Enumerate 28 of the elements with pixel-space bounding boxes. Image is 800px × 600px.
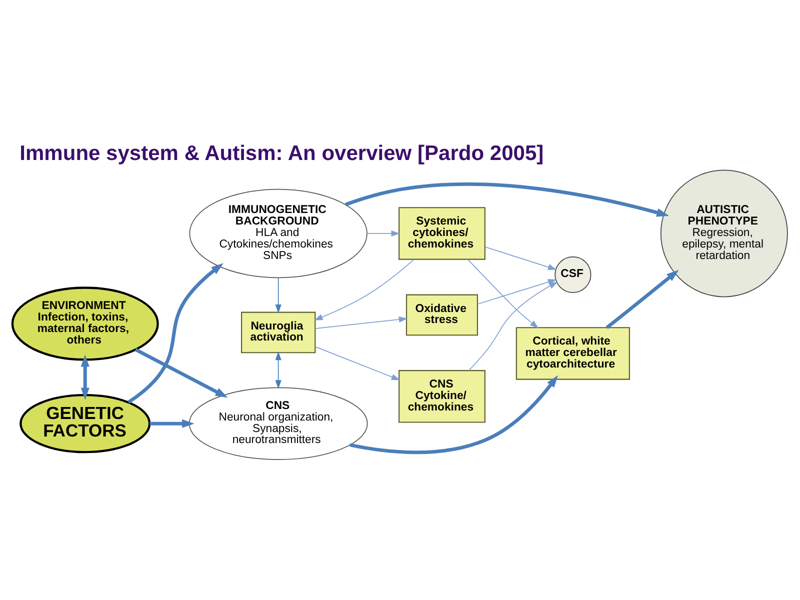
arrow [80,354,90,400]
arrow [314,258,414,320]
node-ellipse: GENETIC FACTORS [20,394,151,454]
arrow [477,279,557,305]
node-box: CNS Cytokine/ chemokines [398,370,486,423]
arrow [606,270,679,329]
node-box: Neuroglia activation [241,312,316,354]
node-ellipse: ENVIRONMENT Infection, toxins, maternal factors, others [11,286,159,361]
arrow [366,230,400,237]
arrow [134,348,228,398]
arrow [275,277,282,314]
arrow [344,182,670,217]
arrow [467,258,539,328]
arrow [275,351,282,389]
node-box: Oxidative stress [406,294,478,336]
arrow [314,346,400,380]
node-ellipse: IMMUNOGENETIC BACKGROUND HLA and Cytokines/chemokines SNPs [189,188,368,278]
arrow [150,419,194,428]
arrow [468,282,558,371]
diagram-title: Immune system & Autism: An overview [Pardo 2005] [20,142,544,165]
node-circle: AUTISTIC PHENOTYPE Regression, epilepsy, mental retardation [660,170,788,298]
arrow [350,375,558,454]
node-circle: CSF [554,256,592,293]
arrow [128,263,224,404]
node-box: Systemic cytokines/ chemokines [398,207,486,260]
arrow [484,246,557,270]
node-box: Cortical, white matter cerebellar cytoarchitecture [516,327,630,380]
arrow [314,316,408,330]
